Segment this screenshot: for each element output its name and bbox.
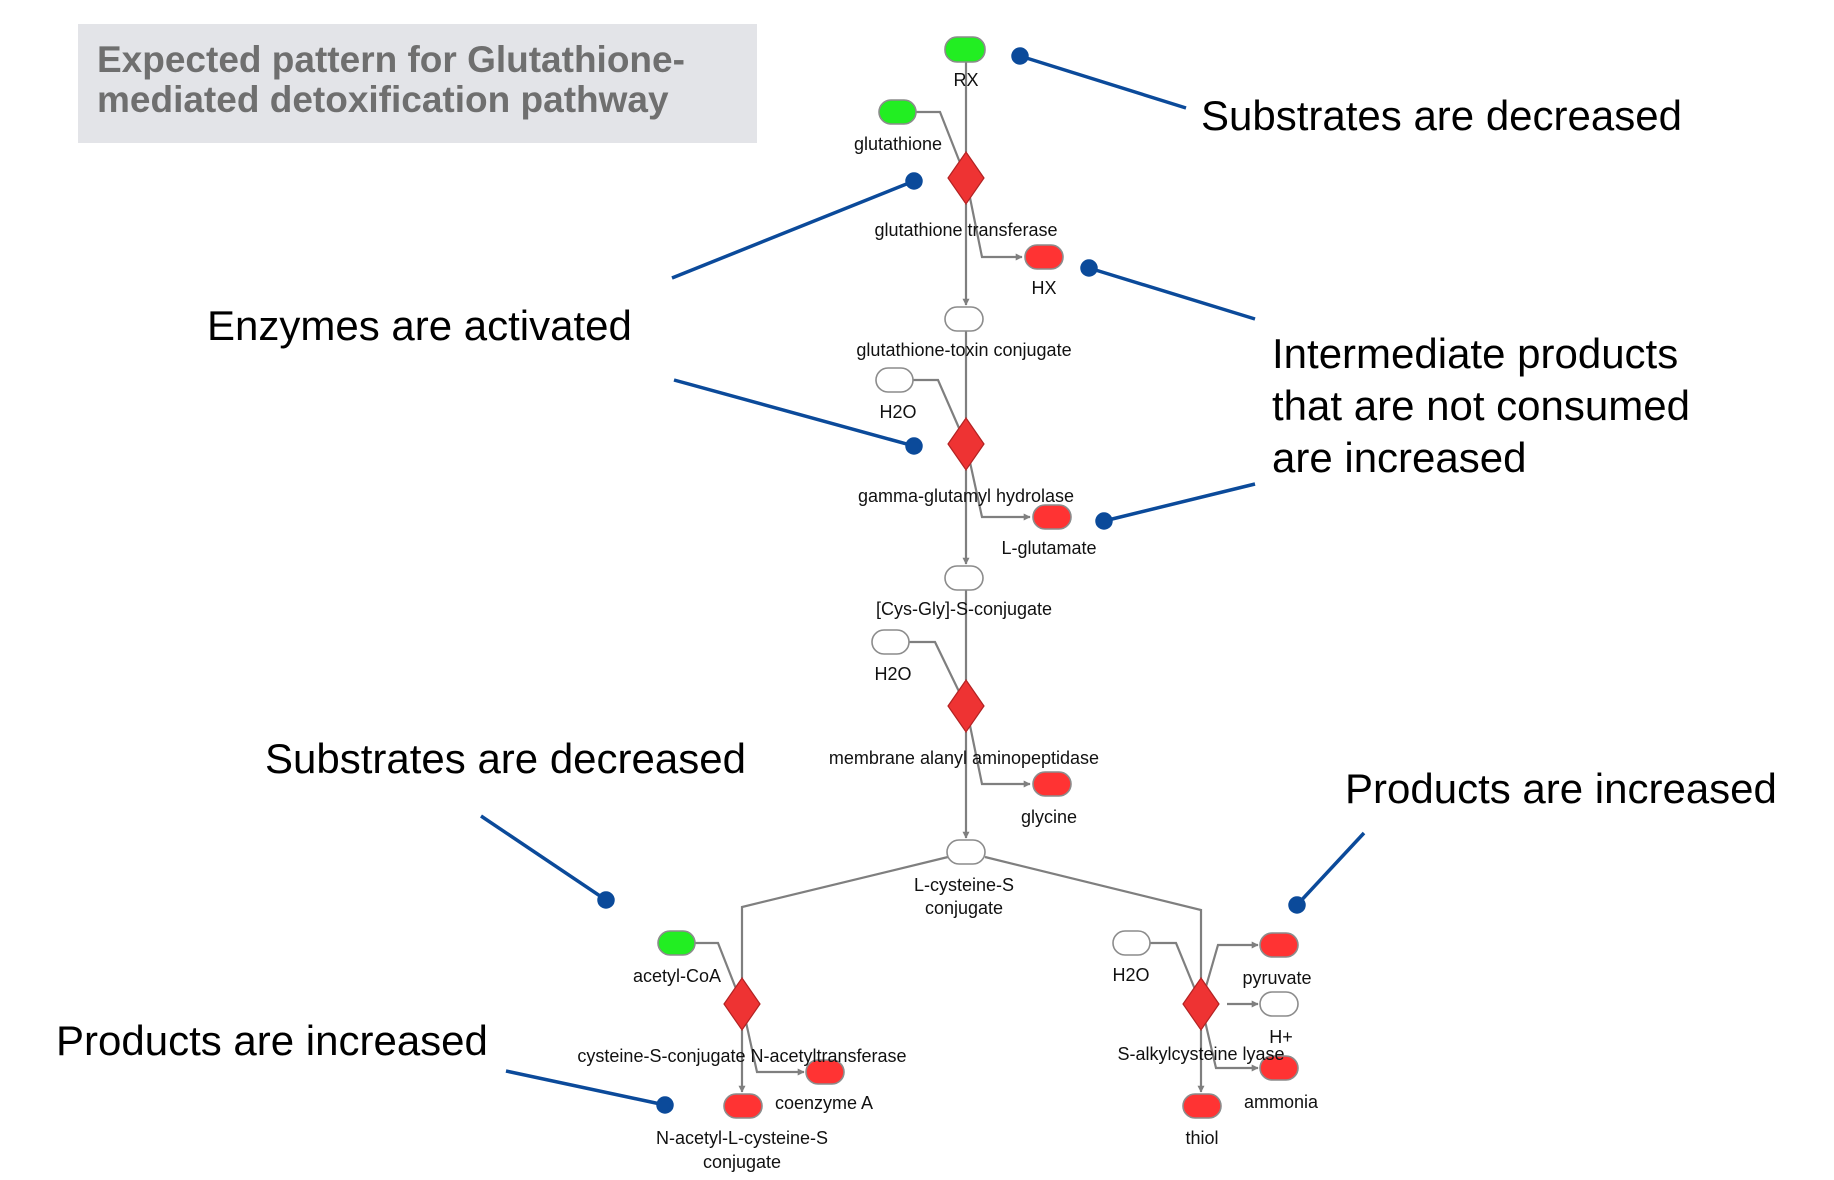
callout-line-enzymes-bottom <box>673 378 915 448</box>
node-ammonia <box>1259 1055 1299 1081</box>
node-cysgly <box>944 565 984 591</box>
edge-nat-coa <box>740 1003 805 1076</box>
label-thiol: thiol <box>1185 1128 1218 1148</box>
edge-lcys-nat <box>740 855 949 978</box>
node-lcys <box>946 839 986 865</box>
node-gtc <box>944 306 984 332</box>
callout-substrates-bottom: Substrates are decreased <box>265 735 746 782</box>
enzyme-nodes <box>723 150 1220 1032</box>
label-rx: RX <box>953 70 978 90</box>
node-rx <box>944 36 986 63</box>
label-nac-2: conjugate <box>703 1152 781 1172</box>
callout-line-substrates-bottom <box>480 814 607 902</box>
callout-line-products-left <box>505 1069 666 1107</box>
label-gtc: glutathione-toxin conjugate <box>856 340 1071 360</box>
callout-line-enzymes-top <box>671 179 915 280</box>
title-line-1: Expected pattern for Glutathione- <box>97 39 685 80</box>
node-hplus <box>1259 991 1299 1017</box>
label-h2o-3: H2O <box>1112 965 1149 985</box>
pathway-edges <box>695 62 1259 1093</box>
title-box: Expected pattern for Glutathione- mediat… <box>78 24 757 143</box>
edge-acetylcoa-nat <box>695 941 744 1005</box>
label-hplus: H+ <box>1269 1027 1293 1047</box>
label-glycine: glycine <box>1021 807 1077 827</box>
enzyme-nat <box>723 976 761 1032</box>
label-h2o-2: H2O <box>874 664 911 684</box>
callout-dot-intermediate-bottom <box>1095 512 1113 530</box>
edge-lcys-lyase <box>984 855 1203 978</box>
node-acetylcoa <box>657 930 696 956</box>
callout-dot-substrates-bottom <box>597 891 615 909</box>
callout-line-intermediate-bottom <box>1103 482 1256 523</box>
callout-intermediate-line-3: are increased <box>1272 434 1527 481</box>
node-labels: RX glutathione HX glutathione-toxin conj… <box>577 70 1319 1172</box>
label-lcys-2: conjugate <box>925 898 1003 918</box>
callout-dot-products-right <box>1288 896 1306 914</box>
edge-h2o1-ggh <box>913 378 968 445</box>
title-line-2: mediated detoxification pathway <box>97 79 669 120</box>
metabolite-nodes <box>657 36 1299 1119</box>
node-h2o-1 <box>875 367 914 393</box>
label-enzyme-map: membrane alanyl aminopeptidase <box>829 748 1099 768</box>
node-thiol <box>1182 1093 1222 1119</box>
callout-enzymes: Enzymes are activated <box>207 302 632 349</box>
label-acetylcoa: acetyl-CoA <box>633 966 721 986</box>
label-enzyme-lyase: S-alkylcysteine lyase <box>1117 1044 1284 1064</box>
edge-map-glycine <box>964 705 1031 788</box>
callout-dot-enzymes-bottom <box>905 437 923 455</box>
callout-intermediate-line-2: that are not consumed <box>1272 382 1690 429</box>
callout-intermediate-line-1: Intermediate products <box>1272 330 1679 377</box>
callout-dot-enzymes-top <box>905 172 923 190</box>
label-lcys-1: L-cysteine-S <box>914 875 1014 895</box>
label-enzyme-ggh: gamma-glutamyl hydrolase <box>858 486 1074 506</box>
edge-gst-hx <box>964 177 1023 261</box>
label-enzyme-gst: glutathione transferase <box>874 220 1057 240</box>
callout-substrates-top: Substrates are decreased <box>1201 92 1682 139</box>
label-nac-1: N-acetyl-L-cysteine-S <box>656 1128 828 1148</box>
callout-line-substrates-top <box>1019 54 1187 110</box>
node-nac <box>723 1093 763 1119</box>
edge-lyase-pyruvate <box>1199 941 1259 1005</box>
node-pyruvate <box>1259 932 1299 958</box>
label-pyruvate: pyruvate <box>1242 968 1311 988</box>
label-hx: HX <box>1031 278 1056 298</box>
enzyme-ggh <box>947 416 985 472</box>
label-ammonia: ammonia <box>1244 1092 1319 1112</box>
node-coa <box>805 1059 845 1085</box>
callout-dot-products-left <box>656 1096 674 1114</box>
edge-lyase-ammonia <box>1199 1003 1259 1072</box>
node-glutathione <box>878 99 917 125</box>
edge-h2o3-lyase <box>1150 941 1203 1005</box>
label-glutathione: glutathione <box>854 134 942 154</box>
enzyme-lyase <box>1182 976 1220 1032</box>
callout-products-right: Products are increased <box>1345 765 1777 812</box>
callout-dot-substrates-top <box>1011 47 1029 65</box>
node-lglu <box>1032 504 1072 530</box>
callout-lines <box>480 47 1366 1114</box>
label-coa: coenzyme A <box>775 1093 873 1113</box>
enzyme-gst <box>947 150 985 206</box>
callout-dot-intermediate-top <box>1080 259 1098 277</box>
edge-h2o2-map <box>909 640 967 707</box>
node-hx <box>1024 244 1064 270</box>
node-h2o-3 <box>1112 930 1151 956</box>
label-h2o-1: H2O <box>879 402 916 422</box>
enzyme-map <box>947 678 985 734</box>
edge-ggh-lglu <box>964 443 1031 521</box>
edge-glutathione-gst <box>916 110 968 179</box>
label-lglu: L-glutamate <box>1001 538 1096 558</box>
callout-line-products-right <box>1295 831 1366 907</box>
node-h2o-2 <box>871 629 910 655</box>
callout-line-intermediate-top <box>1088 266 1256 321</box>
node-glycine <box>1032 771 1072 797</box>
label-enzyme-nat: cysteine-S-conjugate N-acetyltransferase <box>577 1046 906 1066</box>
callout-products-left: Products are increased <box>56 1017 488 1064</box>
label-cysgly: [Cys-Gly]-S-conjugate <box>876 599 1052 619</box>
